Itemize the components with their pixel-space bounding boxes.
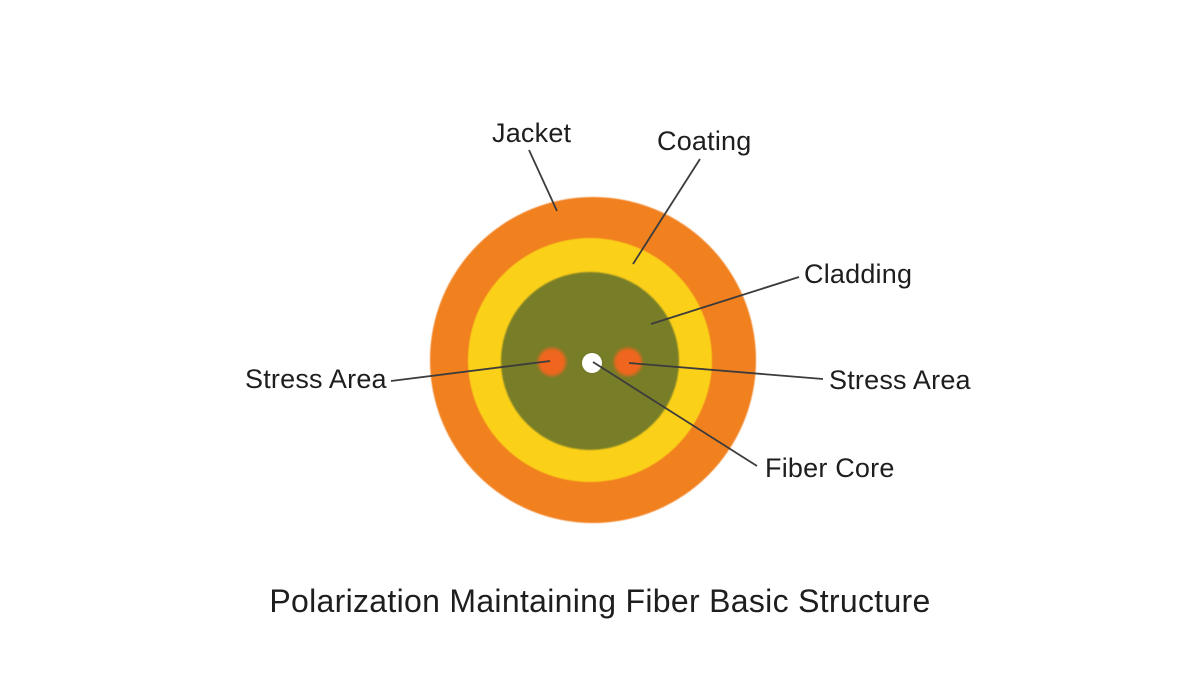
stress-area-right-dot: [614, 348, 642, 376]
jacket-label: Jacket: [492, 118, 572, 148]
stress-area-left-label: Stress Area: [245, 364, 387, 394]
coating-label: Coating: [657, 126, 752, 156]
diagram-title: Polarization Maintaining Fiber Basic Str…: [269, 583, 931, 619]
fiber-core-dot: [582, 353, 602, 373]
stress-area-right-label: Stress Area: [829, 365, 971, 395]
fiber-core-label: Fiber Core: [765, 453, 895, 483]
stress-area-left-dot: [538, 348, 566, 376]
cladding-label: Cladding: [804, 259, 913, 289]
